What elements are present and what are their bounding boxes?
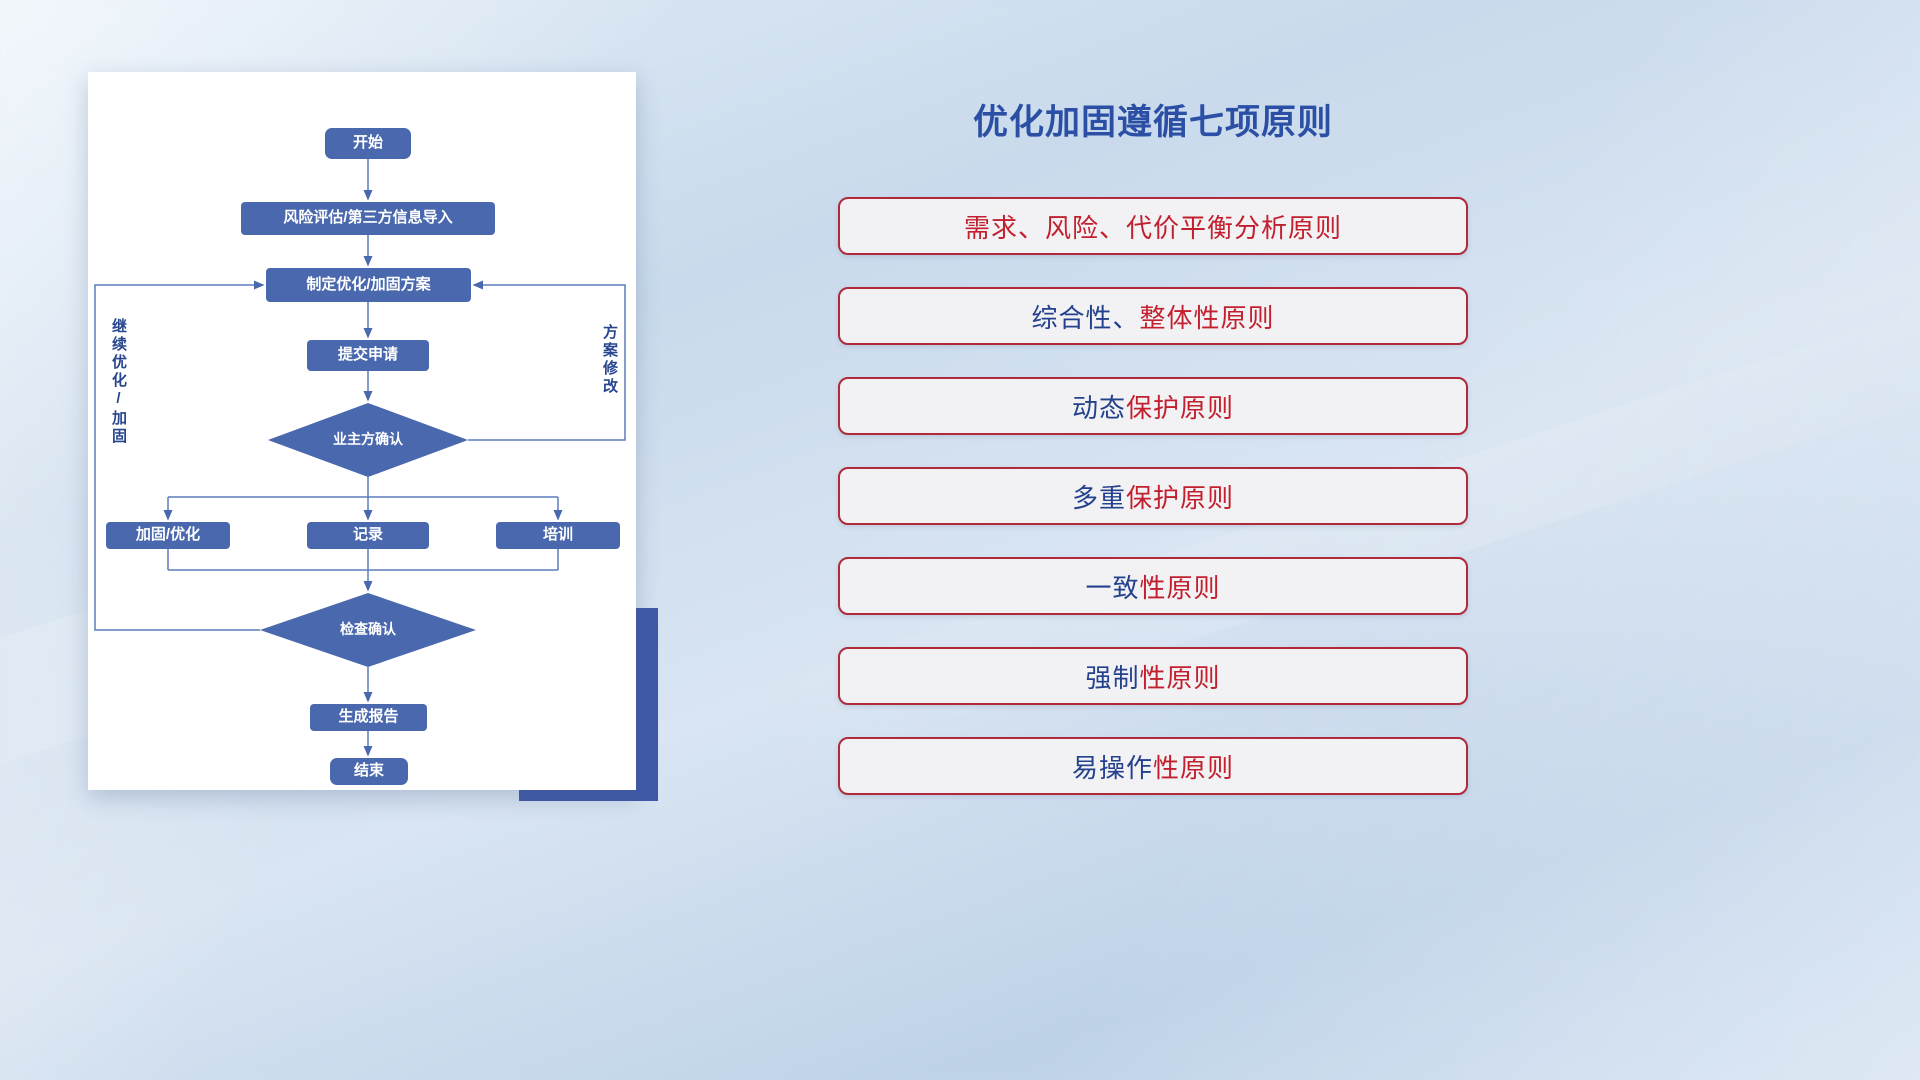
principle-text: 保护原则 bbox=[1126, 482, 1235, 513]
flow-node-training: 培训 bbox=[496, 522, 620, 549]
principle-box: 一致性原则 bbox=[838, 557, 1468, 615]
principle-text: 性原则 bbox=[1139, 572, 1221, 603]
flow-node-generate-report: 生成报告 bbox=[310, 704, 427, 731]
slide-title: 优化加固遵循七项原则 bbox=[972, 103, 1333, 142]
principle-box: 综合性、整体性原则 bbox=[838, 287, 1468, 345]
principle-text: 强制 bbox=[1085, 662, 1140, 693]
flow-label-plan-revision: 方案修改 bbox=[601, 324, 618, 396]
flow-node-record: 记录 bbox=[307, 522, 429, 549]
flow-node-harden-optimize: 加固/优化 bbox=[106, 522, 230, 549]
principle-box: 多重保护原则 bbox=[838, 467, 1468, 525]
principle-text: 整体性原则 bbox=[1139, 302, 1275, 333]
principle-text: 易操作 bbox=[1071, 752, 1153, 783]
principle-text: 保护原则 bbox=[1126, 392, 1235, 423]
flow-connectors bbox=[94, 159, 626, 757]
principle-text: 动态 bbox=[1071, 392, 1126, 423]
principle-box: 动态保护原则 bbox=[838, 377, 1468, 435]
principle-text: 综合性、 bbox=[1031, 302, 1140, 333]
flow-node-submit-application: 提交申请 bbox=[307, 340, 429, 371]
principle-box: 强制性原则 bbox=[838, 647, 1468, 705]
principle-text: 性原则 bbox=[1139, 662, 1221, 693]
principle-text: 需求、风险、代价平衡分析原则 bbox=[963, 212, 1342, 243]
principle-text: 一致 bbox=[1085, 572, 1140, 603]
principle-text: 多重 bbox=[1071, 482, 1126, 513]
flow-label-continue-optimize: 继续优化/加固 bbox=[110, 318, 127, 446]
principle-box: 需求、风险、代价平衡分析原则 bbox=[838, 197, 1468, 255]
principle-box: 易操作性原则 bbox=[838, 737, 1468, 795]
flow-node-risk-assessment: 风险评估/第三方信息导入 bbox=[241, 202, 495, 235]
principle-text: 性原则 bbox=[1153, 752, 1235, 783]
flow-node-start: 开始 bbox=[325, 128, 411, 159]
flowchart-card: 开始 风险评估/第三方信息导入 制定优化/加固方案 提交申请 业主方确认 加固/… bbox=[88, 72, 636, 790]
principles-list: 需求、风险、代价平衡分析原则综合性、整体性原则动态保护原则多重保护原则一致性原则… bbox=[838, 197, 1468, 827]
flow-node-end: 结束 bbox=[330, 758, 408, 785]
flow-node-make-plan: 制定优化/加固方案 bbox=[266, 268, 471, 302]
